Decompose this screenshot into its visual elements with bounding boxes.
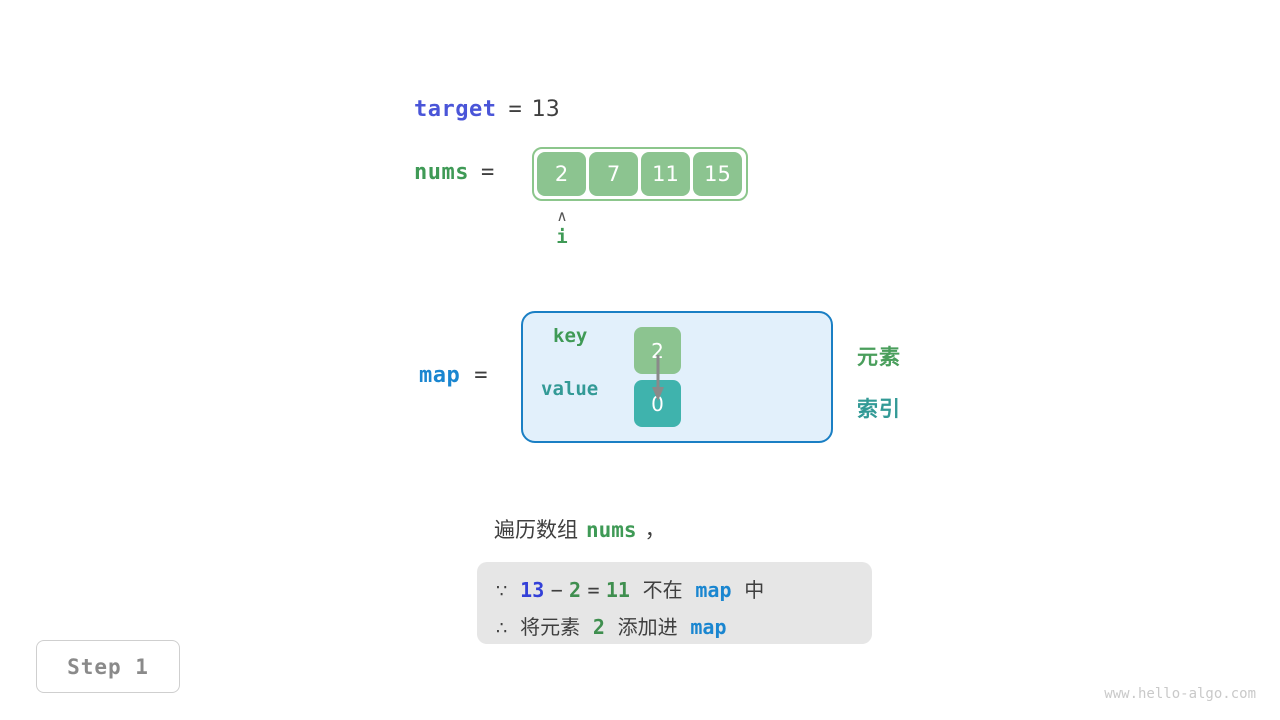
array-cell: 15 xyxy=(693,152,742,196)
nums-equals-sign: = xyxy=(480,160,495,185)
info-add-into-text: 添加进 xyxy=(617,615,678,639)
target-row: target = 13 xyxy=(414,94,560,124)
info-not-in-text: 不在 xyxy=(642,578,683,602)
map-key-label: key xyxy=(553,325,588,347)
map-variable-name: map xyxy=(419,363,461,388)
info-map-keyword: map xyxy=(690,615,727,639)
map-index-side-label: 索引 xyxy=(857,397,901,421)
caption-prefix: 遍历数组 xyxy=(494,518,578,542)
info-box xyxy=(477,562,872,644)
info-tail-text: 中 xyxy=(744,578,765,602)
watermark: www.hello-algo.com xyxy=(1104,686,1256,702)
down-arrow-icon xyxy=(652,355,664,401)
caption-line: 遍历数组 nums ， xyxy=(494,514,666,544)
info-operand-b: 2 xyxy=(569,578,582,602)
info-minus-sign: − xyxy=(550,578,563,602)
map-value-row: value xyxy=(541,378,633,400)
step-badge: Step 1 xyxy=(36,640,180,693)
map-key-row: key xyxy=(553,325,645,347)
caption-code: nums xyxy=(586,518,637,542)
array-cell: 7 xyxy=(589,152,638,196)
target-value: 13 xyxy=(531,96,560,122)
caption-suffix: ， xyxy=(644,518,666,542)
therefore-symbol: ∴ xyxy=(496,618,508,639)
nums-variable-name: nums xyxy=(414,160,469,185)
map-value-label: value xyxy=(541,378,599,400)
because-symbol: ∵ xyxy=(496,581,508,602)
array-cell: 2 xyxy=(537,152,586,196)
info-line-1: ∵ 13 − 2 = 11 不在 map 中 xyxy=(496,574,764,603)
map-label-row: map = xyxy=(419,363,488,388)
nums-row: nums = xyxy=(414,160,504,185)
info-line-2: ∴ 将元素 2 添加进 map xyxy=(496,611,727,640)
info-map-keyword: map xyxy=(695,578,732,602)
index-pointer: ∧ i xyxy=(548,208,576,250)
index-pointer-label: i xyxy=(556,226,568,248)
nums-array-container: 2 7 11 15 xyxy=(532,147,748,201)
info-added-value: 2 xyxy=(592,615,605,639)
info-operand-a: 13 xyxy=(520,578,545,602)
info-add-element-text: 将元素 xyxy=(520,615,581,639)
target-variable-name: target xyxy=(414,96,497,122)
target-equals-sign: = xyxy=(508,96,522,122)
info-equals-sign: = xyxy=(587,578,600,602)
array-cell: 11 xyxy=(641,152,690,196)
map-element-side-label: 元素 xyxy=(857,345,901,369)
caret-up-icon: ∧ xyxy=(556,207,568,225)
info-result: 11 xyxy=(605,578,630,602)
map-equals-sign: = xyxy=(474,363,488,388)
